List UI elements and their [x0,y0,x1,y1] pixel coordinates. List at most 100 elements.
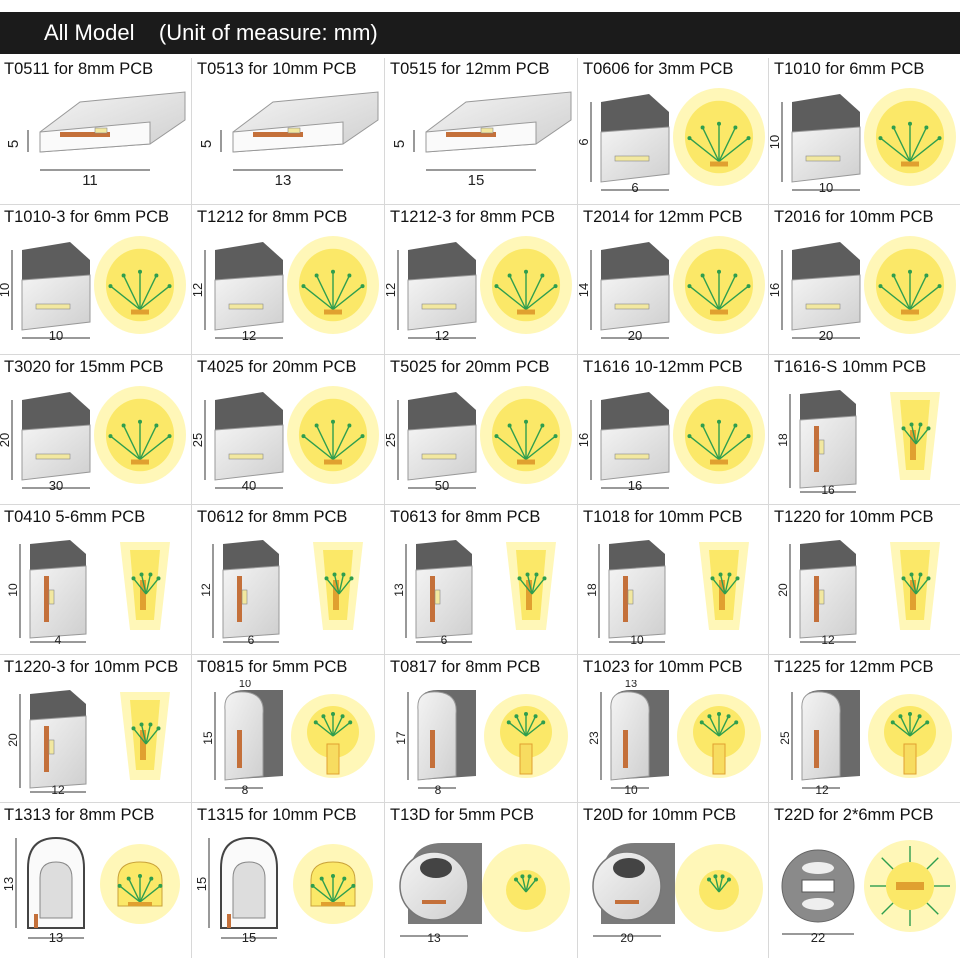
width-dimension: 10 [49,328,63,343]
height-dimension: 25 [778,731,792,745]
model-label: T1010-3 for 6mm PCB [4,208,170,226]
model-label: T22D for 2*6mm PCB [774,806,934,824]
profile-drawing: 1010 [770,88,956,195]
profile-drawing: 2016 [770,236,956,343]
height-dimension: 15 [201,731,215,745]
profile-drawing: 20 [592,843,763,944]
light-glow [120,692,170,780]
row-divider [0,354,960,355]
width-dimension: 30 [49,478,63,493]
height-dimension: 16 [579,433,591,447]
model-label: T0606 for 3mm PCB [583,60,734,78]
height-dimension: 18 [585,583,599,597]
profile-drawing: 10 10 [0,236,186,343]
light-glow [293,844,373,924]
light-glow [675,844,763,932]
profile-drawing-group: 3020 [0,392,91,493]
catalog-header: All Model (Unit of measure: mm) [0,12,960,54]
width-dimension: 6 [631,180,638,195]
width-dimension: 20 [620,931,634,944]
light-glow [480,236,572,334]
model-label: T1220-3 for 10mm PCB [4,658,179,676]
row-divider [0,802,960,803]
model-cell: T22D for 2*6mm PCB 22 [770,804,960,944]
model-label: T1616-S 10mm PCB [774,358,927,376]
model-label: T0612 for 8mm PCB [197,508,348,526]
light-glow [677,694,761,778]
model-label: T20D for 10mm PCB [583,806,737,824]
height-dimension: 20 [776,583,790,597]
model-label: T1018 for 10mm PCB [583,508,743,526]
profile-drawing: 817 [394,690,568,796]
model-label: T1315 for 10mm PCB [197,806,357,824]
light-glow [287,386,379,484]
profile-drawing-group: 1212 [193,242,284,343]
round-profile-drawing: 817 [394,690,476,796]
profile-drawing: 410 [6,540,170,646]
model-label: T2014 for 12mm PCB [583,208,743,226]
light-glow [313,542,363,630]
profile-drawing: 1220 [776,540,940,646]
height-dimension: 10 [0,283,12,297]
height-dimension: 5 [198,140,215,148]
light-glow [673,386,765,484]
round-profile-drawing: 12 25 [778,690,860,796]
height-dimension: 13 [1,877,16,891]
light-glow [506,542,556,630]
profile-drawing: 135 [198,91,379,189]
width-dimension: 10 [819,180,833,195]
model-cell: T20D for 10mm PCB 20 [579,804,769,944]
profile-drawing: 13 [399,843,570,944]
height-dimension: 12 [386,283,398,297]
side-profile-drawing: 1018 [585,540,666,646]
profile-drawing-group: 1212 [386,242,477,343]
column-divider [191,58,192,958]
light-glow [699,542,749,630]
model-label: T4025 for 20mm PCB [197,358,357,376]
model-label: T1313 for 8mm PCB [4,806,155,824]
model-label: T0511 for 8mm PCB [4,60,154,78]
light-glow [100,844,180,924]
model-label: T1225 for 12mm PCB [774,658,934,676]
light-glow [673,236,765,334]
model-label: T0410 5-6mm PCB [4,508,146,526]
width-dimension: 20 [628,328,642,343]
model-cell: T0606 for 3mm PCB 6 6 [579,58,769,198]
profile-drawing-group: 5025 [386,392,477,493]
disc-profile-drawing: 22 [781,849,855,944]
side-profile-drawing: 1220 [776,540,857,646]
model-label: T1220 for 10mm PCB [774,508,934,526]
profile-drawing: 1212 [193,236,379,343]
height-dimension: 6 [579,138,591,145]
profile-drawing: 22 [781,840,956,944]
profile-drawing: 4025 [193,386,379,493]
width-dimension: 16 [628,478,642,493]
dome-profile-drawing: 1313 [1,836,85,944]
column-divider [577,58,578,958]
width-dimension: 12 [815,783,829,796]
light-glow [890,392,940,480]
profile-drawing-group: 2016 [770,242,861,343]
model-cell: T1010-3 for 6mm PCB 10 10 [0,206,190,346]
width-dimension: 11 [82,172,98,189]
profile-drawing: 2014 [579,236,765,343]
model-label: T1212-3 for 8mm PCB [390,208,556,226]
model-label: T0515 for 12mm PCB [390,60,550,78]
